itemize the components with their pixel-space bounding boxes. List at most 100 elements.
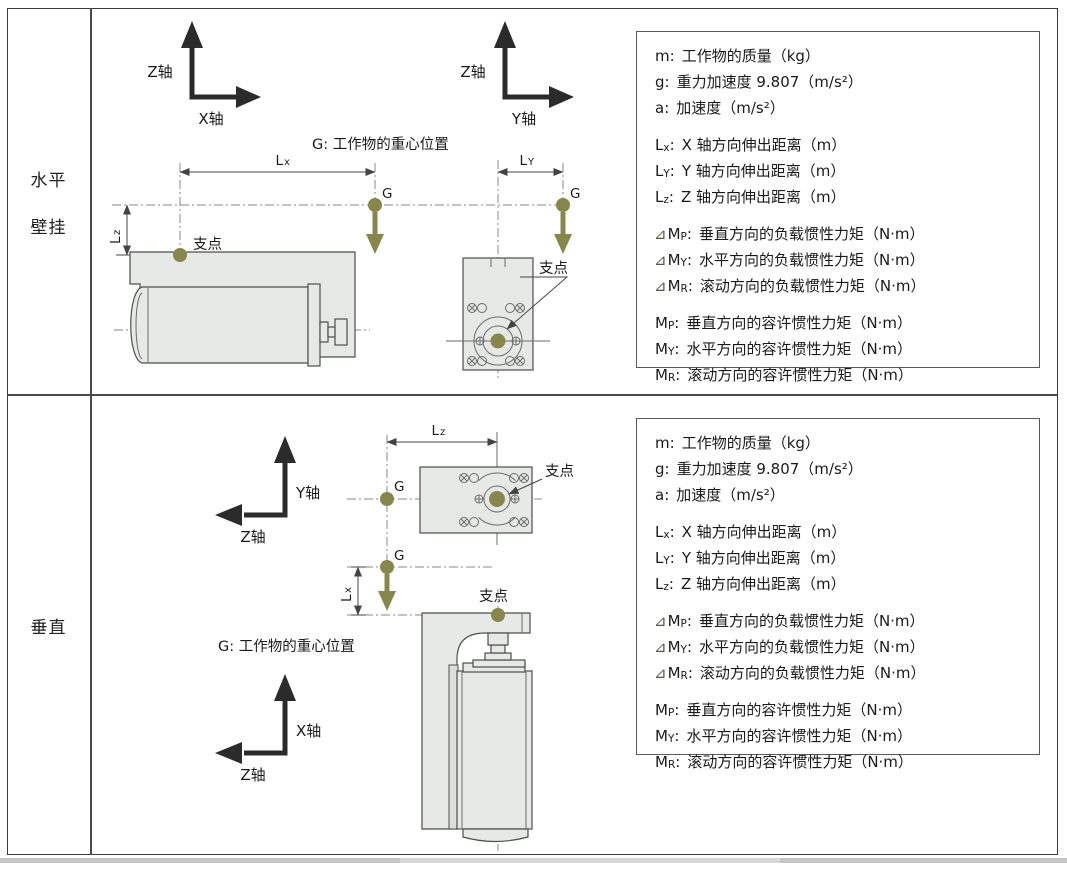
dim-label-lx: L — [275, 153, 283, 169]
legend-line: ⊿MP:垂直方向的负载惯性力矩（N·m） — [654, 225, 925, 243]
dimension-lx: L x — [339, 566, 366, 616]
legend-group-basic: m:工作物的质量（kg） g:重力加速度 9.807（m/s²） a:加速度（m… — [654, 432, 1039, 510]
unit-side-view — [129, 251, 356, 367]
axis-indicator-x-z: X轴 Z轴 — [215, 674, 321, 784]
row-divider — [7, 394, 1058, 396]
unit-end-view — [446, 257, 550, 371]
diagram-row2-vertical: Y轴 Z轴 G: 工作物的重心位置 X轴 Z轴 L z — [215, 423, 574, 851]
z-axis-arrowhead — [215, 742, 242, 764]
dimension-ly: L Y — [497, 153, 564, 176]
axis-indicator-z-x: Z轴 X轴 — [147, 21, 261, 128]
legend-box: m:工作物的质量（kg） g:重力加速度 9.807（m/s²） a:加速度（m… — [636, 418, 1040, 771]
table-border — [7, 8, 1058, 855]
legend-group-load-moments: ⊿MP:垂直方向的负载惯性力矩（N·m） ⊿MY:水平方向的负载惯性力矩（N·m… — [654, 610, 1039, 688]
g-label: G — [382, 186, 392, 202]
dim-label-lz: L — [431, 423, 439, 439]
dimension-lz: L z — [108, 204, 148, 256]
fulcrum-label: 支点 — [539, 260, 568, 277]
unit-top-view — [419, 466, 533, 534]
axis-indicator-y-z: Y轴 Z轴 — [215, 436, 320, 546]
row-label-line: 水平 — [30, 170, 67, 191]
legend-line: MY:水平方向的容许惯性力矩（N·m） — [655, 727, 913, 745]
fulcrum-marker-vertical: 支点 — [479, 588, 508, 622]
legend-group-distances: Lx:X 轴方向伸出距离（m） LY:Y 轴方向伸出距离（m） Lz:Z 轴方向… — [654, 134, 1039, 212]
dim-label-lz: L — [108, 236, 124, 244]
fulcrum-dot — [491, 608, 505, 622]
g-dot — [380, 492, 394, 506]
gravity-marker-side: G — [366, 186, 392, 254]
legend-line: ⊿MR:滚动方向的负载惯性力矩（N·m） — [654, 277, 926, 295]
legend-group-distances: Lx:X 轴方向伸出距离（m） LY:Y 轴方向伸出距离（m） Lz:Z 轴方向… — [654, 521, 1039, 599]
g-load-arrowhead — [378, 591, 396, 611]
fulcrum-label: 支点 — [193, 236, 222, 253]
axis-label-z: Z轴 — [240, 528, 265, 546]
g-label: G — [394, 479, 404, 495]
legend-line: LY:Y 轴方向伸出距离（m） — [655, 162, 846, 180]
z-axis-arrowhead — [215, 504, 242, 526]
legend-line: ⊿MP:垂直方向的负载惯性力矩（N·m） — [654, 612, 925, 630]
legend-line: a:加速度（m/s²） — [655, 486, 785, 504]
z-axis-arrowhead — [494, 21, 516, 48]
legend-line: m:工作物的质量（kg） — [655, 47, 820, 65]
page-footer-bar-highlight — [400, 858, 780, 863]
axis-label-z: Z轴 — [460, 63, 485, 81]
legend-line: Lz:Z 轴方向伸出距离（m） — [655, 575, 846, 593]
legend-line: g:重力加速度 9.807（m/s²） — [655, 73, 863, 91]
row-label-vertical: 垂直 — [8, 396, 89, 854]
legend-line: a:加速度（m/s²） — [655, 99, 785, 117]
fulcrum-dot — [490, 333, 506, 349]
g-dot — [368, 198, 382, 212]
legend-line: m:工作物的质量（kg） — [655, 434, 820, 452]
axis-label-x: X轴 — [198, 110, 223, 128]
legend-line: g:重力加速度 9.807（m/s²） — [655, 460, 863, 478]
x-axis-arrowhead — [274, 674, 296, 701]
gravity-marker-load: G — [378, 548, 404, 611]
legend-line: Lx:X 轴方向伸出距离（m） — [655, 136, 847, 154]
gravity-marker-end: G — [554, 186, 580, 254]
legend-group-basic: m:工作物的质量（kg） g:重力加速度 9.807（m/s²） a:加速度（m… — [654, 45, 1039, 123]
gravity-marker-top: G — [380, 479, 404, 506]
legend-line: Lz:Z 轴方向伸出距离（m） — [655, 188, 846, 206]
g-dot — [556, 198, 570, 212]
g-dot — [380, 560, 394, 574]
g-label: G — [394, 548, 404, 564]
legend-line: Lx:X 轴方向伸出距离（m） — [655, 523, 847, 541]
dim-label-lx-sub: x — [284, 157, 290, 168]
dim-label-lx: L — [339, 594, 355, 602]
dim-label-lz-sub: z — [112, 230, 123, 235]
fulcrum-callout-end-view: 支点 — [506, 260, 569, 330]
legend-line: LY:Y 轴方向伸出距离（m） — [655, 549, 846, 567]
legend-line: ⊿MY:水平方向的负载惯性力矩（N·m） — [654, 638, 925, 656]
legend-line: MP:垂直方向的容许惯性力矩（N·m） — [655, 701, 912, 719]
y-axis-arrowhead — [274, 436, 296, 463]
row-label-horizontal-wall: 水平 壁挂 — [8, 9, 89, 394]
fulcrum-dot — [173, 248, 187, 262]
dim-label-lx-sub: x — [343, 587, 354, 593]
x-axis-arrowhead — [236, 86, 261, 108]
unit-side-view-vertical — [421, 612, 533, 843]
legend-group-load-moments: ⊿MP:垂直方向的负载惯性力矩（N·m） ⊿MY:水平方向的负载惯性力矩（N·m… — [654, 223, 1039, 301]
legend-group-allowable-moments: MP:垂直方向的容许惯性力矩（N·m） MY:水平方向的容许惯性力矩（N·m） … — [654, 312, 1039, 390]
fulcrum-label: 支点 — [479, 588, 508, 605]
dim-label-ly: L — [519, 153, 527, 169]
row-label-line: 壁挂 — [30, 217, 67, 238]
g-load-arrowhead — [366, 234, 384, 254]
axis-label-x: X轴 — [296, 722, 321, 740]
fulcrum-callout-top-view: 支点 — [508, 463, 574, 495]
z-axis-arrowhead — [181, 21, 203, 48]
center-of-gravity-note: G: 工作物的重心位置 — [218, 638, 355, 655]
fulcrum-marker: 支点 — [173, 236, 222, 262]
dim-label-lz-sub: z — [440, 427, 445, 438]
legend-line: MP:垂直方向的容许惯性力矩（N·m） — [655, 314, 912, 332]
column-divider — [90, 8, 92, 855]
dim-label-ly-sub: Y — [527, 157, 535, 168]
legend-line: MR:滚动方向的容许惯性力矩（N·m） — [655, 753, 913, 771]
g-load-arrowhead — [554, 234, 572, 254]
y-axis-arrowhead — [549, 86, 574, 108]
axis-label-y: Y轴 — [295, 484, 320, 502]
axis-label-y: Y轴 — [511, 110, 536, 128]
center-of-gravity-note: G: 工作物的重心位置 — [312, 136, 449, 153]
dimension-lx: L x — [179, 153, 376, 176]
legend-line: MY:水平方向的容许惯性力矩（N·m） — [655, 340, 913, 358]
